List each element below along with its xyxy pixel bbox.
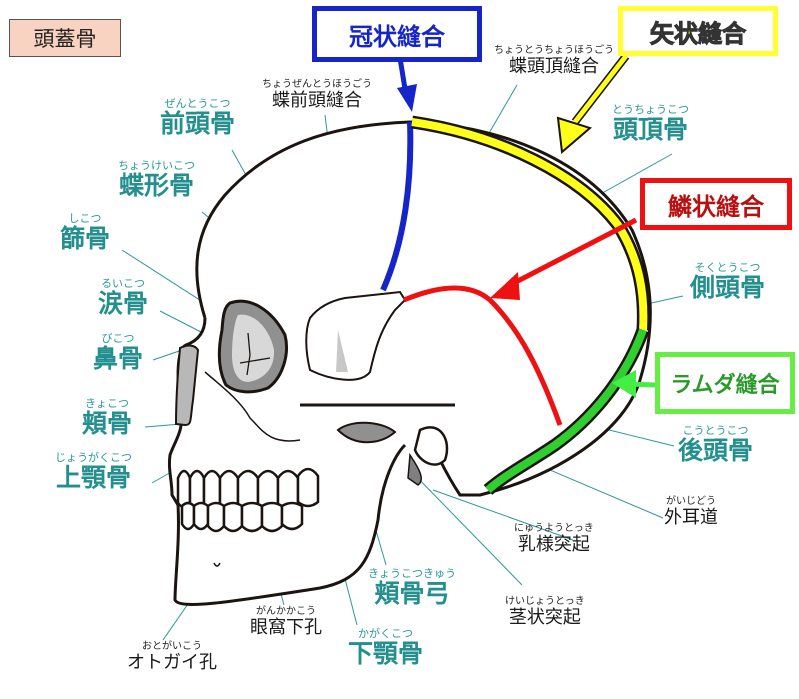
label-sphenoid: ちょうけいこつ蝶形骨 [118,159,195,200]
label-external-acoustic-meatus: がいじどう外耳道 [664,496,718,528]
label-frontal: ぜんとうこつ前頭骨 [160,97,236,138]
page-title: 頭蓋骨 [9,19,121,57]
lambdoid-suture-label: ラムダ縫合 [655,352,795,414]
label-occipital: こうとうこつ後頭骨 [678,424,754,465]
mental-foramen [213,562,221,567]
label-nasal: びこつ鼻骨 [93,332,144,373]
label-mental-foramen: おとがいこうオトガイ孔 [127,641,217,673]
squamous-suture-label: 鱗状縫合 [640,178,792,230]
lambdoid-arrow [612,370,656,398]
coronal-suture [380,121,414,292]
label-parietal: とうちょうこつ頭頂骨 [612,103,689,144]
label-ethmoid: しこつ篩骨 [60,212,111,253]
label-mastoid-process: にゅうようとっき乳様突起 [514,523,594,555]
coronal-arrow [397,57,417,112]
coronal-suture-label: 冠状縫合 [312,6,482,62]
nasal-bone-shape [174,344,200,427]
squamous-arrow [490,217,638,300]
label-infraorbital-foramen: がんかかこう眼窩下孔 [250,606,322,638]
label-lacrimal: るいこつ涙骨 [98,277,149,318]
label-zygomatic-arch: きょうこつきゅう頬骨弓 [368,567,456,608]
cranium-outline [195,120,652,497]
squamous-suture [403,285,563,426]
label-styloid-process: けいじょうとっき茎状突起 [505,596,585,628]
sagittal-arrow [556,53,630,154]
sagittal-suture-label: 矢状縫合 [618,6,778,56]
label-maxilla: じょうがくこつ上顎骨 [55,451,132,492]
label-temporal: そくとうこつ側頭骨 [690,261,766,302]
label-zygomatic: きょこつ頬骨 [82,397,133,438]
label-sphenoparietal-suture: ちょうとうちょうほうごう蝶頭頂縫合 [494,45,614,77]
label-sphenofrontal-suture: ちょうぜんとうほうごう蝶前頭縫合 [262,79,372,111]
label-mandible: かがくこつ下顎骨 [348,627,424,668]
teeth [176,467,320,533]
